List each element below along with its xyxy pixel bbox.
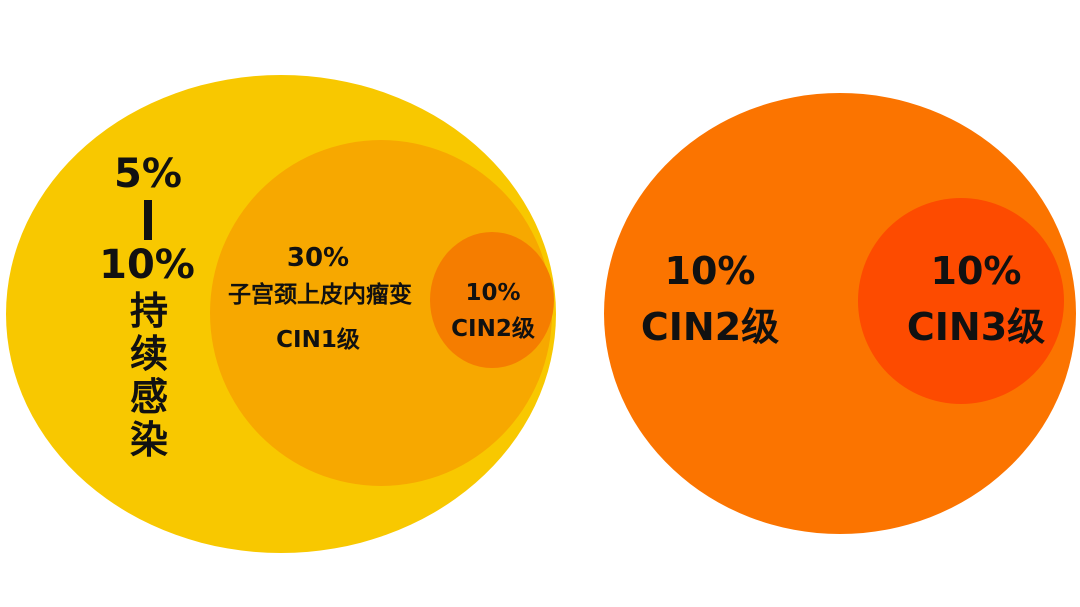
persistent-infection-label: 持续感染 [129, 289, 168, 462]
persistent-percent-high: 10% [99, 242, 195, 288]
cin2-small-percent: 10% [465, 280, 521, 306]
cin2-small-circle [430, 232, 554, 368]
cin2-large-grade: CIN2级 [640, 305, 780, 349]
cin1-name: 子宫颈上皮内瘤变 [228, 282, 412, 308]
cin1-grade: CIN1级 [276, 327, 360, 353]
cin3-grade: CIN3级 [906, 305, 1046, 349]
cin2-large-percent: 10% [664, 249, 756, 293]
persistent-percent-low: 5% [114, 151, 182, 197]
cin2-small-grade: CIN2级 [451, 316, 535, 342]
cin3-percent: 10% [930, 249, 1022, 293]
cin3-circle [858, 198, 1064, 404]
percent-range-dash [144, 200, 152, 240]
cin1-percent: 30% [286, 243, 350, 273]
